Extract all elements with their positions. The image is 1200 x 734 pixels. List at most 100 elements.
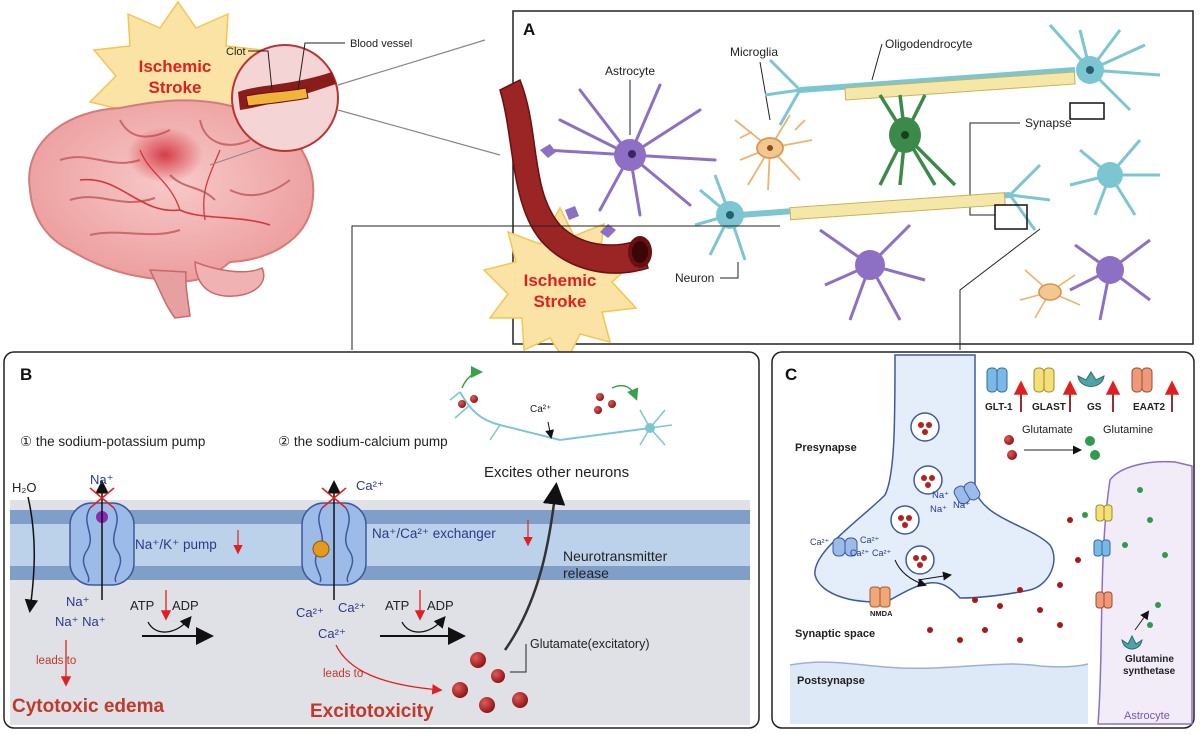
blood-vessel-label: Blood vessel xyxy=(350,38,412,50)
ca-label-2: Ca²⁺ xyxy=(860,535,880,545)
excitotoxicity-label: Excitotoxicity xyxy=(310,701,434,722)
eaat2-transporter-icon xyxy=(1131,367,1153,393)
atp-curve-2 xyxy=(401,616,446,633)
postsynapse-label: Postsynapse xyxy=(797,675,865,687)
leads-to-arrow-2 xyxy=(335,644,443,695)
release-arrow xyxy=(503,482,566,651)
astrocyte-cell-top xyxy=(543,83,717,217)
stroke-label-top-line1: Ischemic xyxy=(139,57,212,76)
na-channel xyxy=(953,481,981,505)
gs-enzyme-icon xyxy=(1077,371,1105,387)
stroke-label-a-line1: Ischemic xyxy=(524,271,597,290)
panel-b-letter: B xyxy=(20,365,32,384)
neuron-label: Neuron xyxy=(675,271,714,285)
astrocyte-label: Astrocyte xyxy=(605,64,655,78)
transporter-label-3: EAAT2 xyxy=(1133,402,1165,413)
microglia-cell xyxy=(734,114,813,191)
transporter-label-1: GLAST xyxy=(1032,402,1066,413)
neuron-bottom xyxy=(694,163,1051,261)
na-label-1: Na⁺ xyxy=(932,490,949,501)
microglia-leader xyxy=(759,61,771,121)
neuron-top xyxy=(764,24,1161,126)
na-label-2: Na⁺ xyxy=(930,504,947,515)
h2o-arrow xyxy=(24,496,39,613)
na-top-label: Na⁺ xyxy=(90,472,113,487)
na-ca-exchanger-label: Na⁺/Ca²⁺ exchanger xyxy=(372,526,496,541)
exocytosis-arrow xyxy=(917,571,952,581)
nmda-receptor xyxy=(869,586,891,608)
adp-label-1: ADP xyxy=(172,598,199,613)
glutamine-dot-b xyxy=(1090,450,1100,460)
synthetase-arrow xyxy=(1134,610,1150,631)
mini-neuron xyxy=(449,366,673,446)
ca-top-label: Ca²⁺ xyxy=(356,478,384,493)
pump1-title: ① the sodium-potassium pump xyxy=(20,434,205,449)
ca-bottom-3: Ca²⁺ xyxy=(318,626,346,641)
na-bottom-2: Na⁺ Na⁺ xyxy=(55,614,106,629)
clot-label: Clot xyxy=(226,46,246,58)
presynapse-label: Presynapse xyxy=(795,442,857,454)
panel-c-letter: C xyxy=(785,365,797,384)
microglia-cell-bottom xyxy=(1019,269,1081,319)
connector-to-panel-c xyxy=(959,228,1041,350)
neuron-leader xyxy=(720,262,739,279)
glutamate-dot-a xyxy=(1004,435,1014,445)
na-ca-exchanger xyxy=(301,480,367,600)
ca-bottom-2: Ca²⁺ xyxy=(338,600,366,615)
glutamate-dot-b xyxy=(1007,450,1017,460)
glast-transporter-icon xyxy=(1033,367,1055,393)
ca-channel xyxy=(832,537,858,557)
ca-label-4: Ca²⁺ xyxy=(872,548,892,558)
clot-zoom-circle xyxy=(209,39,501,166)
oligodendrocyte-leader xyxy=(871,43,883,81)
na-label-3: Na⁺ xyxy=(953,500,970,511)
neuron-right xyxy=(1069,139,1160,216)
pump2-title: ② the sodium-calcium pump xyxy=(278,434,448,449)
nt-release-line1: Neurotransmitter xyxy=(563,548,668,564)
panel-a-letter: A xyxy=(523,20,535,39)
glutamine-dot-a xyxy=(1085,436,1095,446)
postsynapse-region xyxy=(790,662,1088,724)
astrocyte-cell-bottom xyxy=(819,223,1151,321)
blood-vessel xyxy=(499,78,652,274)
nt-release-line2: release xyxy=(563,565,609,581)
atp-label-1: ATP xyxy=(130,598,154,613)
synaptic-glutamate xyxy=(927,517,1081,643)
ca-influx-arrow xyxy=(894,559,927,588)
astrocyte-region-label: Astrocyte xyxy=(1124,710,1170,722)
glutamine-label: Glutamine xyxy=(1103,424,1153,436)
stroke-label-top-line2: Stroke xyxy=(149,78,202,97)
ca-bottom-1: Ca²⁺ xyxy=(296,605,324,620)
synapse-leader xyxy=(969,122,1020,216)
synaptic-vesicles xyxy=(890,412,943,575)
glt1-transporter-icon xyxy=(986,367,1008,393)
glutamate-label: Glutamate xyxy=(1022,424,1073,436)
oligodendrocyte-cell xyxy=(878,94,957,187)
blood-vessel-leader-line xyxy=(297,42,345,91)
glutamate-excitatory-label: Glutamate(excitatory) xyxy=(530,637,649,651)
brain-illustration xyxy=(28,99,315,319)
h2o-label: H₂O xyxy=(12,480,37,495)
clot-leader-line xyxy=(248,50,273,91)
ca-label-3: Ca²⁺ xyxy=(850,548,870,558)
astrocyte-region xyxy=(1097,460,1193,725)
transporter-label-2: GS xyxy=(1087,402,1102,413)
glutamine-synthetase-line2: synthetase xyxy=(1123,666,1176,677)
leads-to-1: leads to xyxy=(36,655,76,667)
connector-to-panel-b xyxy=(351,225,780,350)
astrocyte-transporters xyxy=(1093,504,1143,650)
na-k-pump xyxy=(69,480,135,600)
glutamate-balls xyxy=(452,652,528,713)
synaptic-space-label: Synaptic space xyxy=(795,628,875,640)
atp-label-2: ATP xyxy=(385,598,409,613)
nmda-label: NMDA xyxy=(870,609,893,618)
transporter-label-0: GLT-1 xyxy=(985,402,1013,413)
na-k-pump-label: Na⁺/K⁺ pump xyxy=(135,537,217,552)
ca-label-1: Ca²⁺ xyxy=(810,537,830,547)
cytotoxic-edema-label: Cytotoxic edema xyxy=(12,696,164,717)
excites-text: Excites other neurons xyxy=(484,464,629,481)
transporter-increase-arrows xyxy=(1013,380,1180,412)
glutamate-leader xyxy=(510,644,527,673)
synapse-label: Synapse xyxy=(1025,116,1072,130)
